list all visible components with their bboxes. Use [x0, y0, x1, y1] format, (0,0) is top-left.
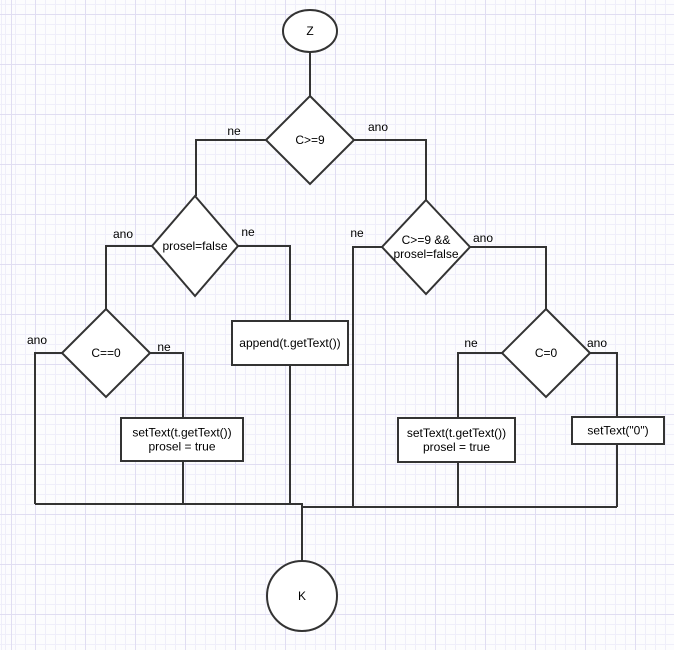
edge-c-eqeq-0-ne[interactable]	[150, 352, 184, 418]
process-settext-zero-label: setText("0")	[587, 424, 648, 438]
edge-c-eq-0-ano[interactable]	[590, 352, 618, 417]
edge-c-eqeq-0-ano[interactable]	[34, 352, 62, 504]
process-settext-right-shape[interactable]	[397, 417, 516, 463]
edge-prosel-false-ne[interactable]	[238, 245, 291, 321]
decision-prosel-false[interactable]: prosel=false	[150, 194, 240, 298]
decision-prosel-false-shape[interactable]	[150, 194, 240, 298]
decision-c-gte-9-label: C>=9	[295, 133, 325, 147]
process-append[interactable]: append(t.getText())	[231, 320, 349, 366]
process-append-shape[interactable]	[231, 320, 349, 366]
edge-label-ano[interactable]: ano	[473, 231, 493, 245]
process-settext-left-shape[interactable]	[120, 417, 244, 462]
edge-left-collector-to-end[interactable]	[35, 503, 303, 561]
edge-label-ano[interactable]: ano	[587, 336, 607, 350]
edge-right-decision-ne[interactable]	[352, 246, 382, 507]
edge-c-gte-9-ne[interactable]	[195, 139, 266, 196]
decision-c-gte-9[interactable]: C>=9	[264, 94, 356, 186]
decision-c-eq-0[interactable]: C=0	[500, 307, 592, 399]
process-append-label: append(t.getText())	[239, 336, 340, 350]
edge-right-decision-ano[interactable]	[470, 246, 547, 309]
end-node[interactable]: K	[266, 560, 338, 632]
edge-label-ne[interactable]: ne	[241, 225, 255, 239]
edge-c-gte-9-ano[interactable]	[354, 139, 427, 200]
edge-prosel-false-ano[interactable]	[105, 245, 152, 309]
start-node-shape[interactable]	[282, 9, 338, 53]
edge-label-ne[interactable]: ne	[464, 336, 478, 350]
process-settext-zero-shape[interactable]	[571, 416, 665, 445]
start-node[interactable]: Z	[282, 9, 338, 53]
decision-prosel-false-label: prosel=false	[162, 239, 227, 253]
process-settext-right-label: setText(t.getText())prosel = true	[407, 426, 506, 454]
process-settext-right[interactable]: setText(t.getText())prosel = true	[397, 417, 516, 463]
decision-c-gte-9-and-prosel-false-label: C>=9 &&prosel=false	[393, 233, 458, 261]
edge-label-ne[interactable]: ne	[157, 340, 171, 354]
end-node-shape[interactable]	[266, 560, 338, 632]
decision-c-eq-0-shape[interactable]	[500, 307, 592, 399]
edge-label-ano[interactable]: ano	[368, 120, 388, 134]
decision-c-gte-9-and-prosel-false[interactable]: C>=9 &&prosel=false	[380, 198, 472, 296]
decision-c-eqeq-0[interactable]: C==0	[60, 307, 152, 399]
edge-c-eq-0-ne[interactable]	[457, 352, 502, 418]
process-settext-left-label: setText(t.getText())prosel = true	[132, 426, 231, 454]
end-node-label: K	[298, 589, 306, 603]
edge-label-ano[interactable]: ano	[27, 333, 47, 347]
decision-c-eqeq-0-label: C==0	[91, 346, 121, 360]
decision-c-eq-0-label: C=0	[535, 346, 558, 360]
decision-c-gte-9-and-prosel-false-shape[interactable]	[380, 198, 472, 296]
edge-label-ne[interactable]: ne	[227, 124, 241, 138]
start-node-label: Z	[306, 24, 313, 38]
decision-c-gte-9-shape[interactable]	[264, 94, 356, 186]
process-settext-left[interactable]: setText(t.getText())prosel = true	[120, 417, 244, 462]
edge-label-ne[interactable]: ne	[350, 226, 364, 240]
process-settext-zero[interactable]: setText("0")	[571, 416, 665, 445]
decision-c-eqeq-0-shape[interactable]	[60, 307, 152, 399]
edge-label-ano[interactable]: ano	[113, 227, 133, 241]
